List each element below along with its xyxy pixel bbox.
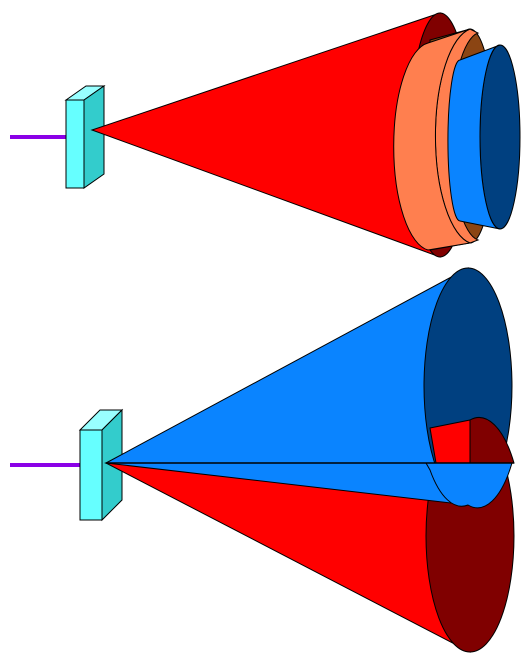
plate-front-face-2 <box>80 430 102 520</box>
nested-cones-figure <box>10 13 520 257</box>
blue-upper-cone-body <box>106 268 468 505</box>
red-cone-body <box>92 13 440 257</box>
emitter-plate <box>66 86 104 188</box>
red-overlap-wedge <box>430 420 470 463</box>
split-cones-figure <box>10 268 514 652</box>
plate-front-face <box>66 100 84 188</box>
plate-side-face <box>84 86 104 188</box>
